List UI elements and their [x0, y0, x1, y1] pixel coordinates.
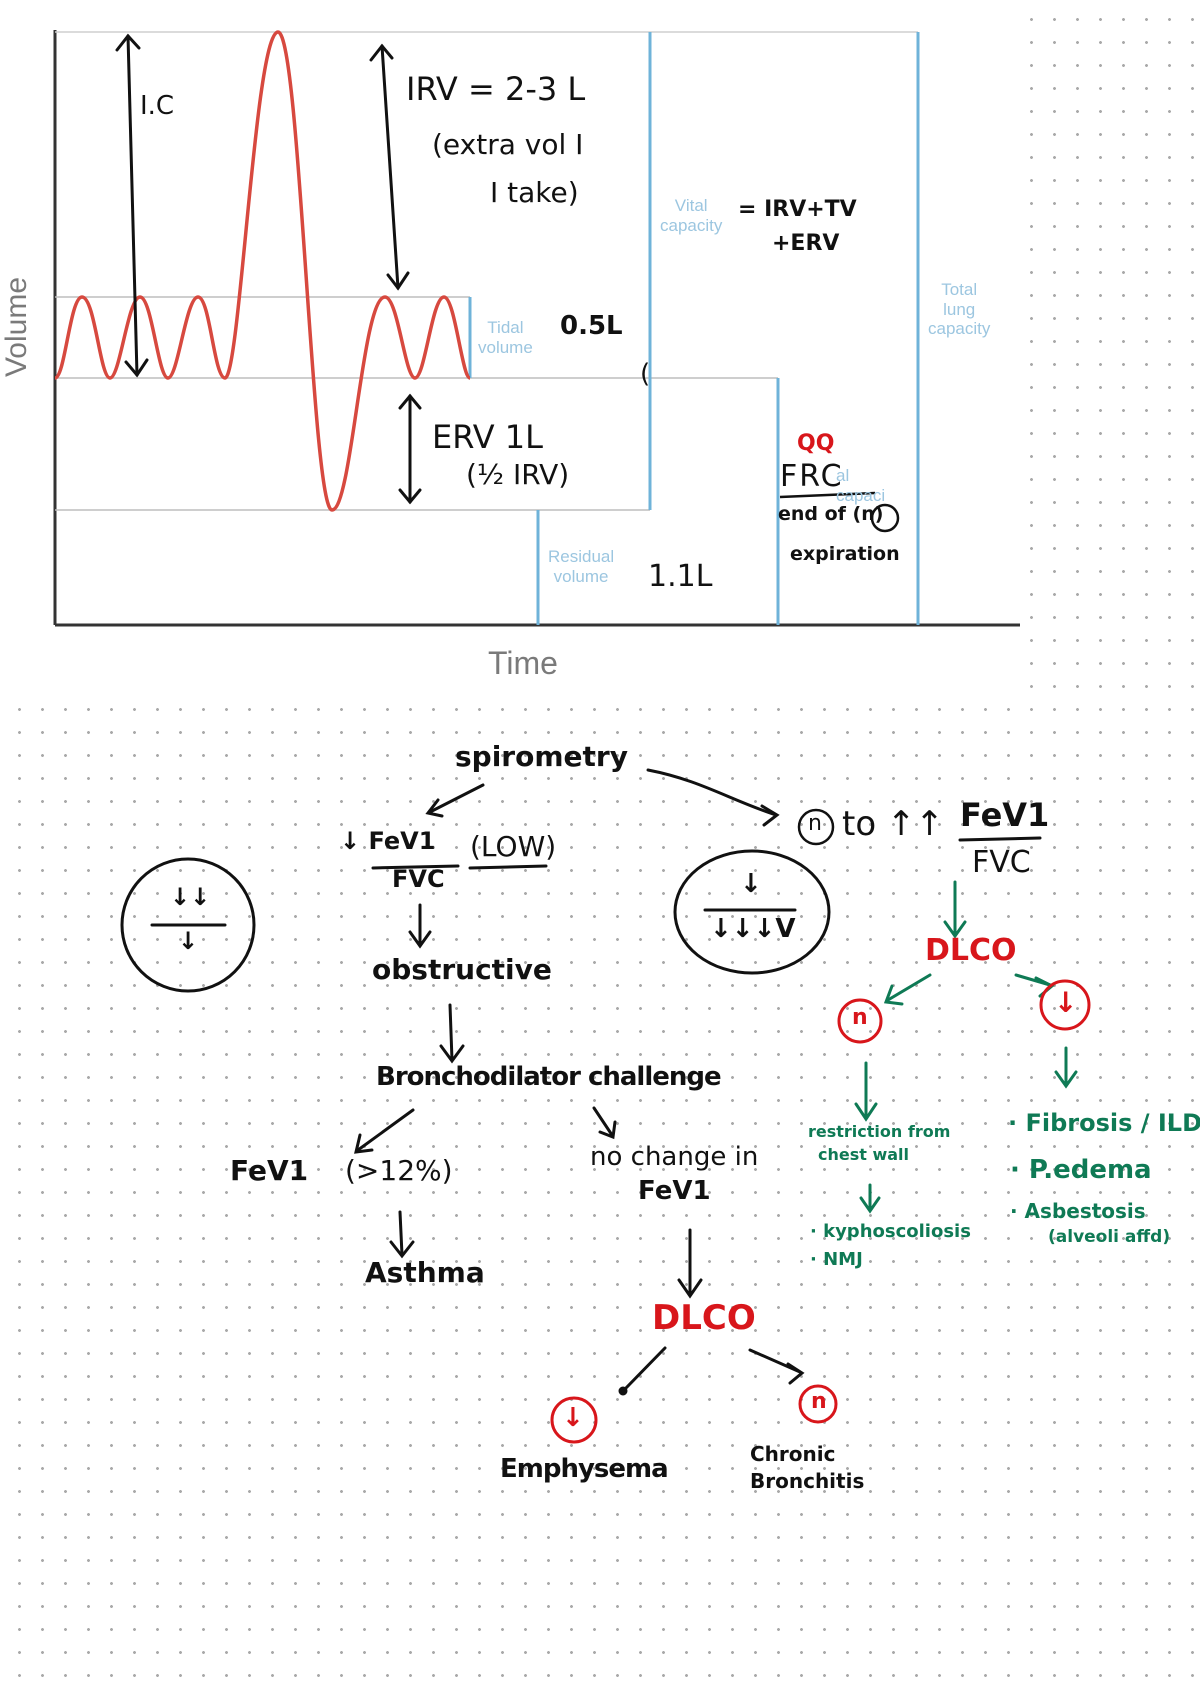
- arrow-dlco-to-low: [624, 1346, 667, 1390]
- dlco-bottom-low: ↓: [562, 1403, 584, 1433]
- residual-volume-label: Residual volume: [548, 547, 615, 586]
- frc-expiration-note: expiration: [790, 543, 900, 565]
- circle-right: [673, 849, 831, 975]
- ic-arrow: [115, 33, 149, 378]
- frc-underline: [779, 491, 876, 499]
- arrow-to-asthma: [398, 1210, 404, 1257]
- chronic-bronchitis-node-2: Bronchitis: [750, 1469, 865, 1493]
- erv-paren-note: (½ IRV): [466, 458, 570, 491]
- erv-note: ERV 1L: [432, 418, 543, 456]
- kyphoscoliosis-item: · kyphoscoliosis: [810, 1221, 971, 1242]
- no-change-node-2: FeV1: [638, 1176, 711, 1206]
- right-top-to: to ↑↑: [842, 804, 944, 844]
- frc-note: FRC: [780, 459, 844, 494]
- fev1-increase-value: (>12%): [345, 1154, 453, 1187]
- dlco-right-low: ↓: [1054, 986, 1078, 1019]
- bronchodilator-node: Bronchodilator challenge: [376, 1062, 722, 1092]
- tidal-volume-label: Tidal volume: [478, 318, 533, 357]
- asthma-node: Asthma: [365, 1256, 485, 1289]
- circle-left-denominator: ↓: [178, 927, 199, 955]
- alveoli-note: (alveoli affd): [1048, 1227, 1171, 1247]
- residual-value-note: 1.1L: [648, 559, 713, 594]
- right-top-n: n: [808, 811, 822, 836]
- ic-note: I.C: [140, 91, 175, 121]
- irv-arrow: [369, 43, 410, 291]
- no-change-node-1: no change in: [590, 1142, 759, 1172]
- low-tag: (LOW): [470, 830, 557, 863]
- frc-faint-label: al capaci: [836, 466, 886, 505]
- irv-paren-note-2: I take): [490, 176, 579, 209]
- arrow-to-fev1-increase: [356, 1108, 415, 1152]
- dlco-right-low-circle: [1039, 979, 1091, 1031]
- arrow-to-bronchodilator: [448, 1003, 454, 1062]
- dlco-right-normal-circle: [837, 998, 883, 1044]
- restriction-node-2: chest wall: [818, 1145, 910, 1164]
- total-lung-capacity-label: Total lung capacity: [928, 280, 991, 339]
- circle-left: [120, 857, 256, 993]
- breathing-trace: [53, 30, 472, 512]
- circle-right-denominator: ↓↓↓V: [710, 914, 796, 944]
- lung-volume-graph-background: [0, 0, 1020, 690]
- right-ratio-numerator: FeV1: [960, 796, 1050, 834]
- right-ratio-line: [958, 836, 1042, 842]
- dlco-bottom-normal-circle: [798, 1384, 838, 1424]
- qq-note: QQ: [797, 431, 835, 456]
- circle-left-numerator: ↓↓: [170, 883, 211, 911]
- restriction-node-1: restriction from: [808, 1122, 951, 1141]
- bracket-mark: (: [640, 359, 651, 389]
- tidal-value-note: 0.5L: [560, 311, 623, 341]
- frc-end-note: end of (n): [778, 503, 884, 525]
- arrow-spiro-right: [646, 768, 778, 817]
- dlco-right-node: DLCO: [925, 933, 1017, 968]
- dlco-bottom-normal: n: [811, 1389, 827, 1414]
- irv-paren-note-1: (extra vol I: [432, 128, 584, 161]
- vc-formula-note-2: +ERV: [772, 231, 840, 256]
- right-ratio-denominator: FVC: [972, 845, 1031, 880]
- dlco-right-normal: n: [852, 1005, 868, 1030]
- circle-right-numerator: ↓: [740, 869, 762, 899]
- low-ratio-denominator: FVC: [392, 865, 445, 893]
- arrow-to-no-change: [592, 1106, 614, 1137]
- fev1-increase-label: FeV1: [230, 1154, 309, 1187]
- chronic-bronchitis-node-1: Chronic: [750, 1442, 836, 1466]
- arrow-dlco-to-normal: [748, 1348, 802, 1374]
- dlco-bottom-low-circle: [550, 1396, 598, 1444]
- fibrosis-item: · Fibrosis / ILD: [1008, 1109, 1200, 1137]
- arrow-dlco-right-to-normal: [886, 973, 932, 1002]
- spirometry-node: spirometry: [455, 740, 628, 773]
- erv-arrow: [398, 393, 422, 505]
- obstructive-node: obstructive: [372, 953, 552, 986]
- x-axis-label: Time: [488, 645, 558, 681]
- irv-note: IRV = 2-3 L: [406, 70, 586, 108]
- pedema-item: · P.edema: [1010, 1155, 1152, 1185]
- left-ratio-line: [371, 864, 460, 870]
- dlco-bottom-node: DLCO: [652, 1298, 756, 1338]
- frc-n-circle: [870, 503, 900, 533]
- right-top-n-circle: [797, 808, 835, 846]
- arrow-spiro-low: [428, 783, 485, 814]
- low-ratio-numerator: ↓ FeV1: [340, 827, 436, 855]
- asbestosis-item: · Asbestosis: [1010, 1199, 1146, 1223]
- vc-formula-note-1: = IRV+TV: [738, 197, 857, 222]
- nmj-item: · NMJ: [810, 1249, 863, 1270]
- emphysema-node: Emphysema: [500, 1454, 669, 1484]
- vital-capacity-label: Vital capacity: [660, 196, 723, 235]
